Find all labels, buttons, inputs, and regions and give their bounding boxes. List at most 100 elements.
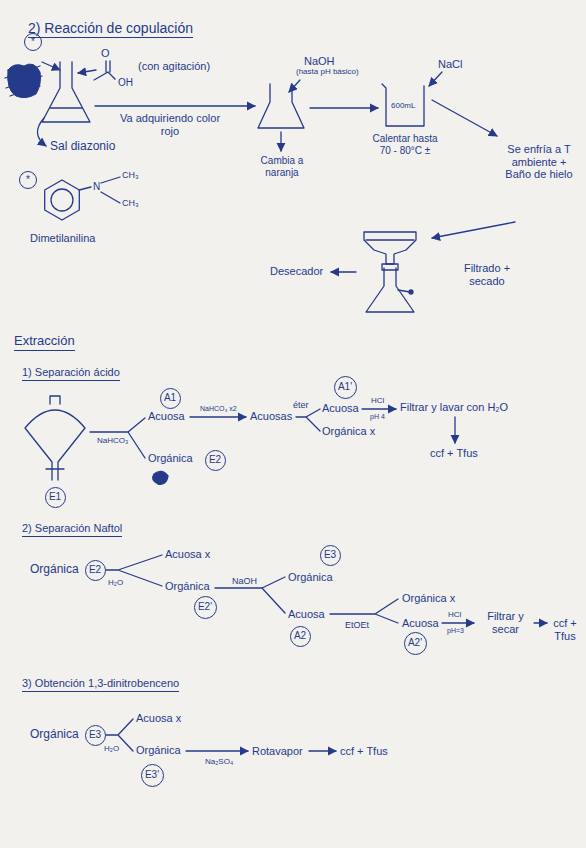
note-label: Acuosas bbox=[250, 410, 292, 423]
note-label: Calentar hasta 70 - 80°C ± bbox=[366, 133, 444, 156]
pointer-arrow bbox=[42, 62, 60, 70]
note-label: NaHCO₃ bbox=[97, 436, 128, 445]
note-label: Rotavapor bbox=[252, 745, 303, 758]
process-arrow bbox=[296, 409, 320, 431]
note-label: ccf + Tfus bbox=[550, 617, 580, 642]
circle-text: E2 bbox=[89, 565, 101, 575]
pointer-arrow bbox=[78, 70, 96, 73]
note-label: Acuosa bbox=[148, 410, 185, 423]
process-arrow bbox=[330, 599, 398, 623]
pointer-arrow bbox=[289, 80, 300, 92]
section-heading: 2) Separación Naftol bbox=[22, 522, 122, 537]
note-label: pH 4 bbox=[370, 413, 385, 421]
note-label: Acuosa x bbox=[136, 712, 181, 725]
note-label: Orgánica x bbox=[402, 592, 455, 605]
process-arrow bbox=[432, 222, 515, 238]
circled-label: A1 bbox=[160, 388, 181, 409]
circle-text: E2 bbox=[209, 455, 221, 465]
note-label: Desecador bbox=[270, 265, 323, 278]
process-arrow bbox=[309, 750, 336, 751]
kitasato-flask bbox=[382, 264, 398, 270]
circle-text: E3' bbox=[145, 770, 159, 780]
buchner-funnel bbox=[364, 232, 416, 264]
separatory-funnel bbox=[50, 396, 60, 404]
circled-label: E2' bbox=[194, 596, 217, 619]
circle-text: A1 bbox=[164, 393, 176, 403]
flask-liquid bbox=[50, 107, 82, 108]
section-heading: 1) Separación ácido bbox=[22, 366, 120, 381]
note-label: NaCl bbox=[438, 58, 462, 71]
note-label: H₂O bbox=[108, 578, 123, 587]
bond bbox=[79, 177, 120, 203]
note-label: Orgánica x bbox=[322, 425, 375, 438]
note-label: 600mL bbox=[391, 101, 415, 110]
circle-text: A2 bbox=[294, 631, 306, 641]
note-label: EtOEt bbox=[345, 620, 369, 630]
note-label: O bbox=[101, 47, 110, 60]
circled-label: A1' bbox=[334, 376, 357, 399]
note-label: ccf + Tfus bbox=[430, 447, 478, 460]
note-label: Orgánica bbox=[30, 563, 79, 577]
note-label: HCl bbox=[371, 396, 384, 405]
benzene-ring bbox=[45, 180, 80, 220]
process-arrow bbox=[362, 408, 396, 409]
ink-scribble bbox=[5, 66, 42, 96]
ink-scribble bbox=[8, 64, 41, 98]
circled-label: E3 bbox=[85, 725, 106, 746]
circle-text: E3 bbox=[89, 730, 101, 740]
circle-text: E3 bbox=[324, 550, 336, 560]
note-label: Acuosa bbox=[402, 617, 439, 630]
circled-label: E2 bbox=[205, 450, 226, 471]
process-arrow bbox=[215, 577, 285, 613]
process-arrow bbox=[534, 622, 547, 623]
ink-dot bbox=[409, 290, 413, 294]
note-label: Filtrado + secado bbox=[460, 262, 514, 287]
note-label: Sal diazonio bbox=[50, 140, 115, 154]
circled-label: * bbox=[24, 33, 42, 51]
note-label: Orgánica bbox=[136, 744, 181, 757]
pointer-arrow bbox=[280, 132, 281, 151]
note-label: Acuosa bbox=[322, 402, 359, 415]
note-label: OH bbox=[118, 77, 133, 89]
section-heading: Extracción bbox=[14, 334, 75, 351]
circled-label: E3' bbox=[141, 764, 164, 787]
circled-label: E1 bbox=[45, 487, 66, 508]
flask bbox=[42, 62, 90, 122]
note-label: Orgánica bbox=[165, 580, 210, 593]
note-label: NaOH bbox=[232, 576, 257, 586]
note-label: éter bbox=[293, 400, 309, 410]
circled-label: E3 bbox=[320, 545, 341, 566]
note-label: Acuosa x bbox=[165, 548, 210, 561]
process-arrow bbox=[454, 417, 455, 443]
note-label: Dimetilanilina bbox=[30, 232, 95, 245]
note-label: Na₂SO₄ bbox=[205, 757, 233, 766]
note-label: Se enfría a T ambiente + Baño de hielo bbox=[500, 143, 578, 181]
process-arrow bbox=[190, 416, 246, 417]
stopcock bbox=[46, 468, 64, 469]
bond bbox=[94, 72, 115, 80]
bond bbox=[106, 61, 110, 72]
circle-text: * bbox=[31, 37, 35, 47]
process-arrow bbox=[432, 100, 497, 136]
kitasato-flask bbox=[366, 268, 414, 312]
circle-text: A2' bbox=[408, 638, 422, 648]
note-label: CH₃ bbox=[122, 198, 139, 208]
circle-text: A1' bbox=[338, 382, 352, 392]
circle-text: E1 bbox=[49, 492, 61, 502]
flask bbox=[258, 84, 304, 128]
buchner-funnel bbox=[366, 239, 414, 240]
note-label: HCl bbox=[448, 610, 461, 619]
note-label: N bbox=[93, 181, 100, 193]
separatory-funnel bbox=[25, 410, 85, 480]
note-label: Orgánica bbox=[148, 452, 193, 465]
pointer-arrow bbox=[37, 118, 46, 146]
circle-text: E2' bbox=[198, 602, 212, 612]
circled-label: A2' bbox=[404, 632, 427, 655]
note-label: NaHCO₃ x2 bbox=[200, 405, 237, 413]
section-heading: 3) Obtención 1,3-dinitrobenceno bbox=[22, 677, 179, 692]
note-label: NaOH bbox=[304, 55, 335, 68]
process-arrow bbox=[186, 750, 248, 751]
process-arrow bbox=[442, 622, 474, 623]
process-arrow bbox=[95, 105, 255, 106]
